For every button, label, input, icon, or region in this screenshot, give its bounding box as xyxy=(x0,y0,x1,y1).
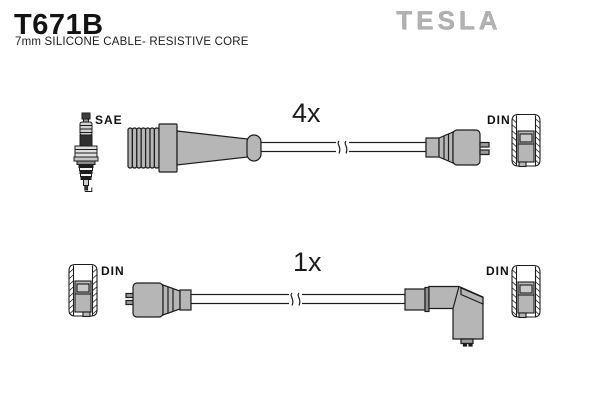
brand-logo: TESLA xyxy=(396,5,502,35)
cable-spec-text: 7mm SILICONE CABLE- RESISTIVE CORE xyxy=(15,36,249,48)
terminal-label-din-row2-left: DIN xyxy=(101,264,125,278)
din-socket-icon xyxy=(511,113,541,168)
wire xyxy=(190,292,406,306)
quantity-label-row1: 4x xyxy=(292,98,321,128)
din-socket-icon xyxy=(68,263,98,318)
terminal-pin xyxy=(479,141,490,148)
ribbed-boot xyxy=(127,123,262,173)
terminal-label-sae: SAE xyxy=(95,113,123,127)
terminal-label-din-row1: DIN xyxy=(487,113,511,127)
part-number: T671B xyxy=(14,9,104,41)
cable-4x-drawing xyxy=(127,123,490,173)
wire xyxy=(260,140,427,154)
cable-1x-drawing xyxy=(125,282,484,347)
spark-plug-icon xyxy=(73,112,99,192)
terminal-pin xyxy=(460,338,474,345)
straight-plug-boot xyxy=(425,129,490,166)
terminal-label-din-row2-right: DIN xyxy=(486,264,510,278)
quantity-label-row2: 1x xyxy=(293,247,322,277)
angled-plug-boot xyxy=(404,285,484,347)
din-socket-icon xyxy=(511,264,541,319)
straight-plug-boot xyxy=(125,282,192,318)
